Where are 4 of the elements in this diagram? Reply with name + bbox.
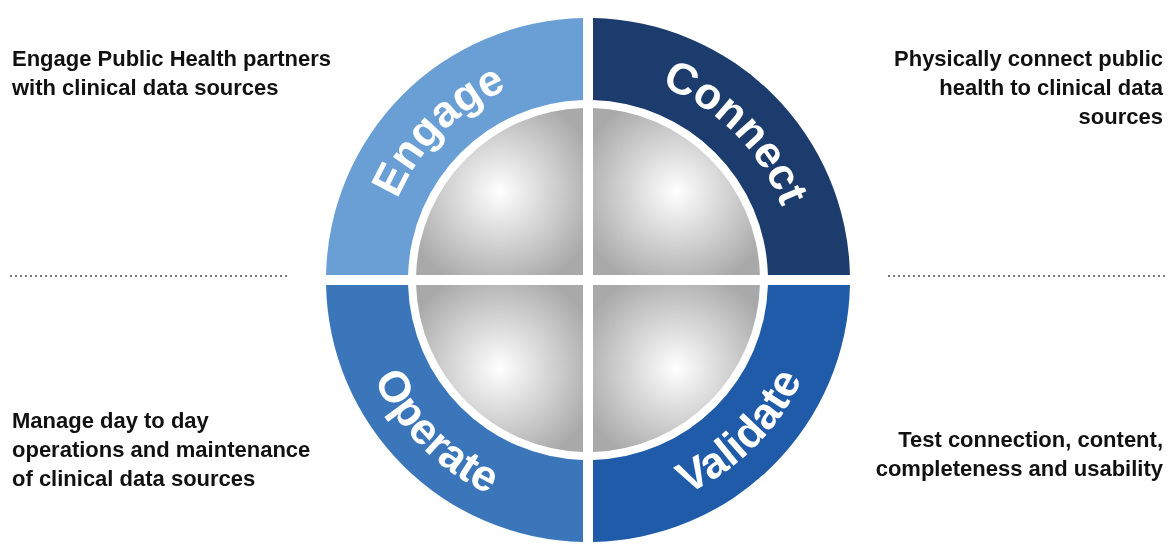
description-text: Manage day to day operations and maintenance of clinical data sources: [12, 407, 312, 493]
description-text: Physically connect public health to clinical data sources: [893, 45, 1163, 131]
description-text: Test connection, content, completeness and usability: [874, 426, 1163, 483]
description-text: Engage Public Health partners with clinical data sources: [12, 45, 333, 102]
